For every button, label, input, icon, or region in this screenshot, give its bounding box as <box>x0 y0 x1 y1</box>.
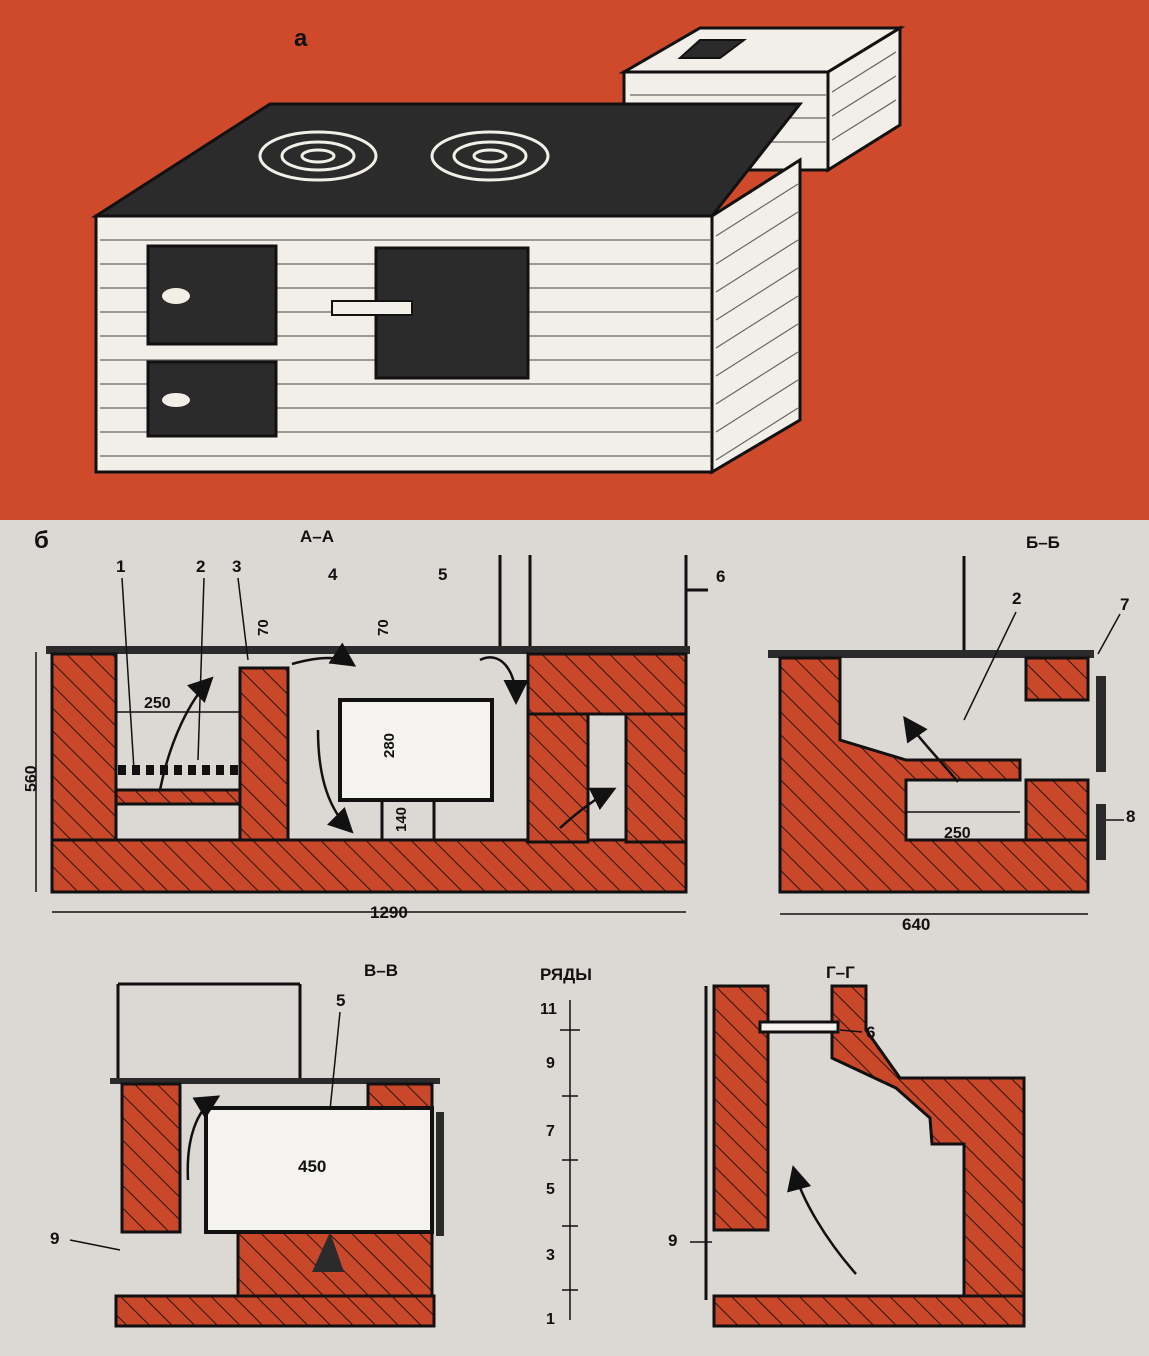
callout-1: 1 <box>116 557 125 576</box>
aa-base <box>50 838 688 894</box>
vv-left <box>120 1082 182 1234</box>
vv-oven-door <box>436 1112 444 1236</box>
bb-top-right <box>1024 656 1090 702</box>
gg-base <box>712 1294 1026 1328</box>
vv-grate-slot <box>312 1232 344 1272</box>
chimney-opening <box>677 39 747 59</box>
aa-right-top <box>526 652 688 716</box>
callout-5-aa: 5 <box>438 565 447 584</box>
row-1: 1 <box>546 1311 555 1328</box>
callout-3: 3 <box>232 557 241 576</box>
firebox-door-handle <box>162 288 190 304</box>
row-7: 7 <box>546 1123 555 1140</box>
aa-oven <box>338 698 494 802</box>
row-11: 11 <box>540 1001 557 1018</box>
stove-side-face <box>710 157 802 475</box>
panel-b-label: б <box>34 527 49 554</box>
callout-4: 4 <box>328 565 338 584</box>
dim-280: 280 <box>381 733 398 758</box>
callout-6-gg: 6 <box>866 1023 875 1042</box>
bb-oven-door <box>1096 676 1106 772</box>
bb-right-lower <box>1024 778 1090 842</box>
dim-560: 560 <box>23 765 40 792</box>
bb-firebox-door <box>1096 804 1106 860</box>
row-9: 9 <box>546 1055 555 1072</box>
dim-250-bb: 250 <box>944 825 971 842</box>
section-vv-title: В–В <box>364 961 398 980</box>
dim-70-right: 70 <box>375 619 392 636</box>
vv-cooktop <box>110 1078 440 1084</box>
callout-2-bb: 2 <box>1012 589 1021 608</box>
gg-damper <box>758 1020 840 1034</box>
bb-lower-mass <box>778 656 1090 894</box>
aa-right-inner <box>526 712 590 844</box>
vv-top-right <box>366 1082 434 1110</box>
callout-7: 7 <box>1120 595 1129 614</box>
callout-2-aa: 2 <box>196 557 205 576</box>
aa-cooktop <box>46 646 690 654</box>
burner-rings <box>258 130 550 182</box>
rows-scale: РЯДЫ 11 9 7 5 3 1 <box>540 965 592 1328</box>
rows-title: РЯДЫ <box>540 965 592 984</box>
section-aa: А–А 250 560 1 2 <box>23 527 725 922</box>
vv-oven <box>204 1106 434 1234</box>
section-bb: Б–Б 640 250 2 7 8 <box>768 533 1135 934</box>
section-vv: В–В 450 5 9 <box>50 961 444 1328</box>
callout-6-aa: 6 <box>716 567 725 586</box>
section-gg-title: Г–Г <box>826 963 855 982</box>
dim-250-aa: 250 <box>144 695 171 712</box>
oven-door-handle <box>331 300 413 316</box>
chimney-side <box>826 25 902 173</box>
aa-left-wall <box>50 652 118 864</box>
section-gg: Г–Г 6 9 <box>668 963 1026 1328</box>
stove-perspective <box>90 25 906 475</box>
callout-5-vv: 5 <box>336 991 345 1010</box>
aa-grate-course <box>114 788 242 806</box>
dim-640: 640 <box>902 915 930 934</box>
row-3: 3 <box>546 1247 555 1264</box>
row-5: 5 <box>546 1181 555 1198</box>
vv-base <box>114 1294 436 1328</box>
section-aa-title: А–А <box>300 527 334 546</box>
panel-a-label: а <box>294 25 308 52</box>
dim-1290: 1290 <box>370 903 408 922</box>
callout-9-vv: 9 <box>50 1229 59 1248</box>
section-bb-title: Б–Б <box>1026 533 1060 552</box>
callout-9-gg: 9 <box>668 1231 677 1250</box>
callout-8: 8 <box>1126 807 1135 826</box>
bb-cooktop <box>768 650 1094 658</box>
ash-pit-door-handle <box>162 393 190 407</box>
aa-right-outer <box>624 712 688 844</box>
aa-partition <box>238 666 290 842</box>
cooktop-plate <box>90 102 804 218</box>
dim-70-left: 70 <box>255 619 272 636</box>
dim-450: 450 <box>298 1157 326 1176</box>
dim-140: 140 <box>393 807 410 832</box>
